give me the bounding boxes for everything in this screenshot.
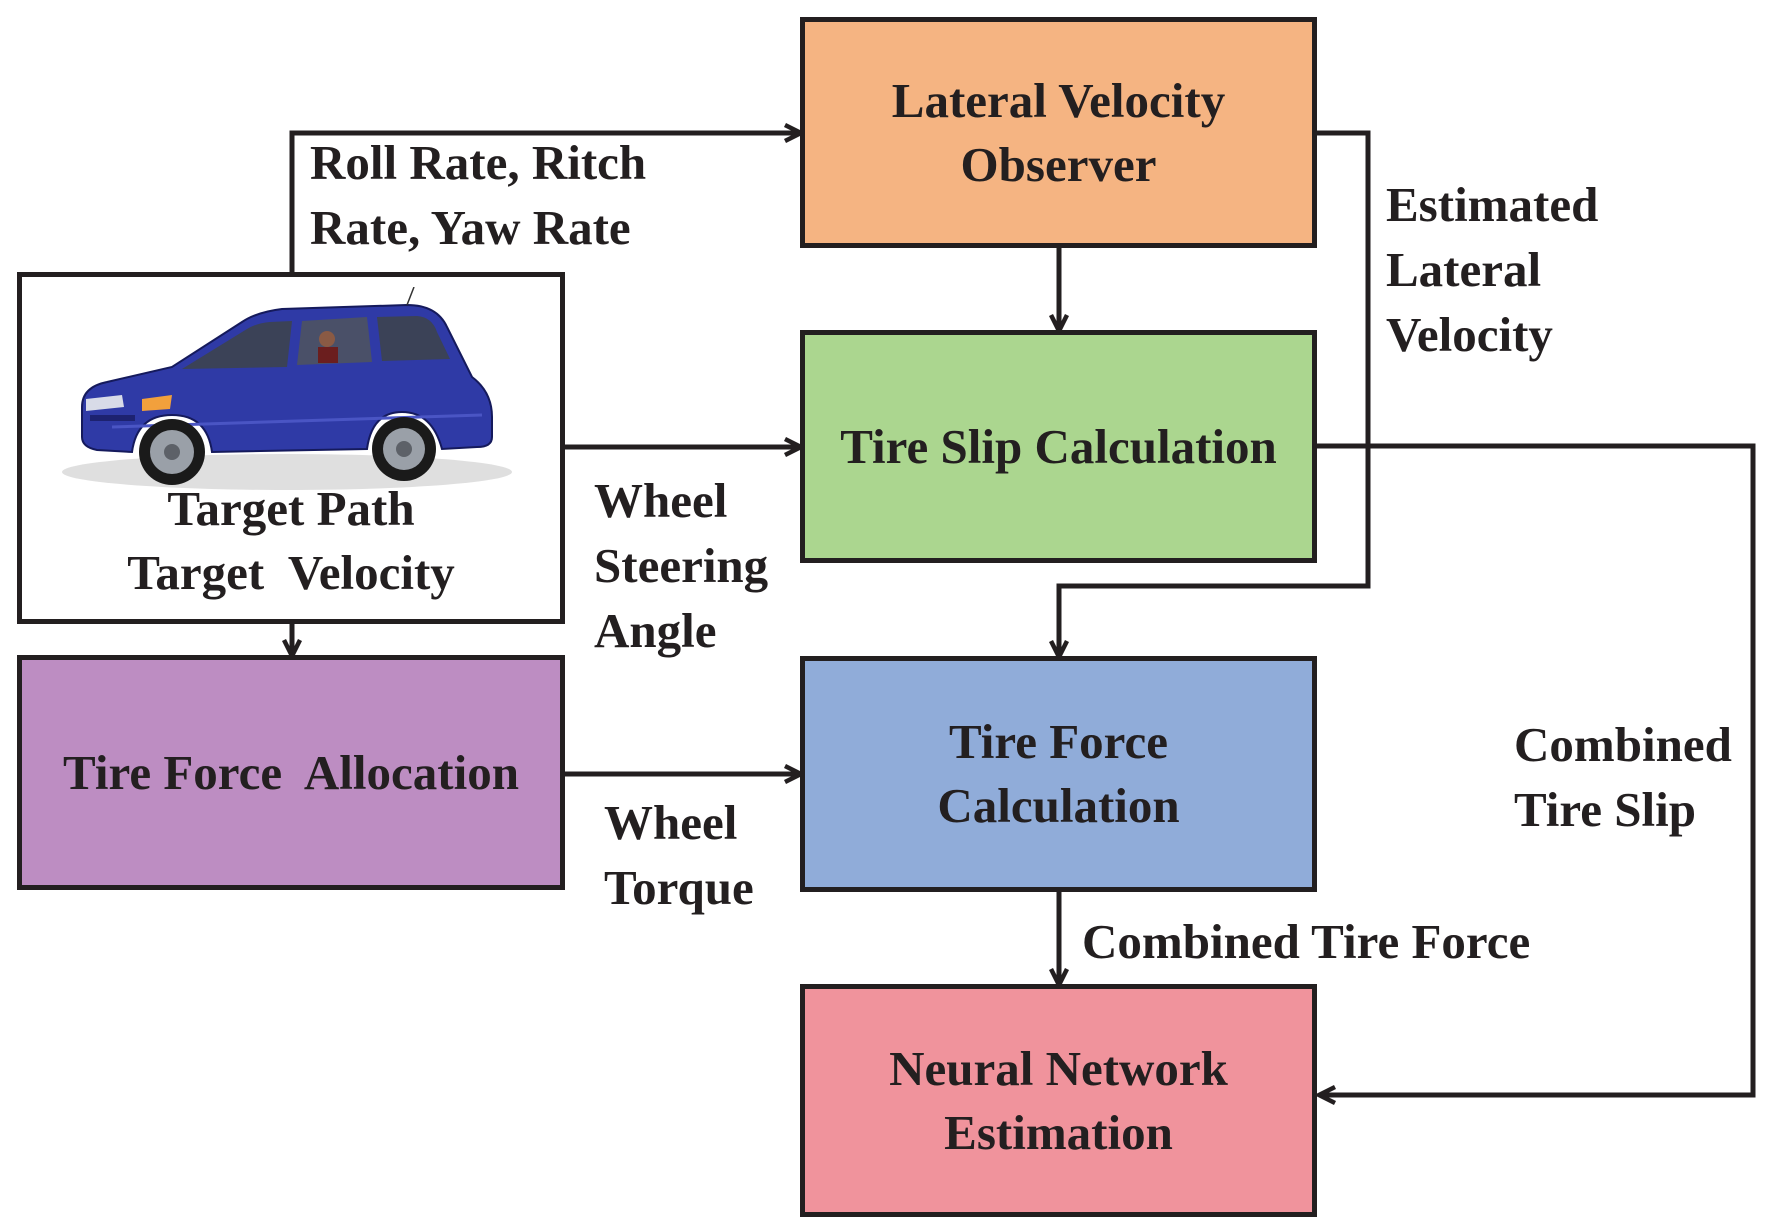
tire-slip-calculation-block: Tire Slip Calculation [800,330,1317,563]
estimated-velocity-line: Estimated [1386,177,1599,232]
rates-label-line: Rate, Yaw Rate [310,200,631,255]
wheel-torque-line: Torque [604,860,754,915]
tire-force-allocation-block: Tire Force Allocation [17,655,565,890]
rates-arrow [289,133,800,272]
neural-network-estimation-label: Neural Network Estimation [889,1040,1228,1160]
combined-tire-force-label: Combined Tire Force [1082,909,1530,974]
lateral-velocity-observer-label: Lateral Velocity Observer [891,72,1226,192]
estimated-velocity-line: Lateral [1386,242,1542,297]
vehicle-block: Target Path Target Velocity [17,272,565,624]
tire-force-allocation-label: Tire Force Allocation [63,744,519,800]
steering-angle-line: Angle [594,603,717,658]
rates-label: Roll Rate, Ritch Rate, Yaw Rate [310,130,646,260]
car-illustration [62,287,512,490]
estimated-velocity-arrow [1059,130,1371,656]
steering-angle-line: Steering [594,538,769,593]
wheel-torque-line: Wheel [604,795,738,850]
wheel-steering-angle-label: Wheel Steering Angle [594,468,768,663]
rates-label-line: Roll Rate, Ritch [310,135,647,190]
tire-slip-calculation-label: Tire Slip Calculation [840,418,1277,474]
combined-force-line: Combined Tire Force [1082,914,1531,969]
estimated-lateral-velocity-label: Estimated Lateral Velocity [1386,172,1598,367]
target-path-label: Target Path [167,481,415,536]
estimated-velocity-line: Velocity [1386,307,1553,362]
tire-force-calculation-block: Tire Force Calculation [800,656,1317,892]
wheel-torque-label: Wheel Torque [604,790,754,920]
steering-angle-line: Wheel [594,473,728,528]
combined-slip-line: Combined [1514,717,1732,772]
combined-slip-line: Tire Slip [1514,782,1697,837]
combined-slip-arrow [1317,443,1756,1095]
neural-network-estimation-block: Neural Network Estimation [800,984,1317,1217]
tire-force-calculation-label: Tire Force Calculation [937,714,1180,833]
target-velocity-label: Target Velocity [127,545,455,600]
combined-tire-slip-label: Combined Tire Slip [1514,712,1732,842]
lateral-velocity-observer-block: Lateral Velocity Observer [800,17,1317,248]
